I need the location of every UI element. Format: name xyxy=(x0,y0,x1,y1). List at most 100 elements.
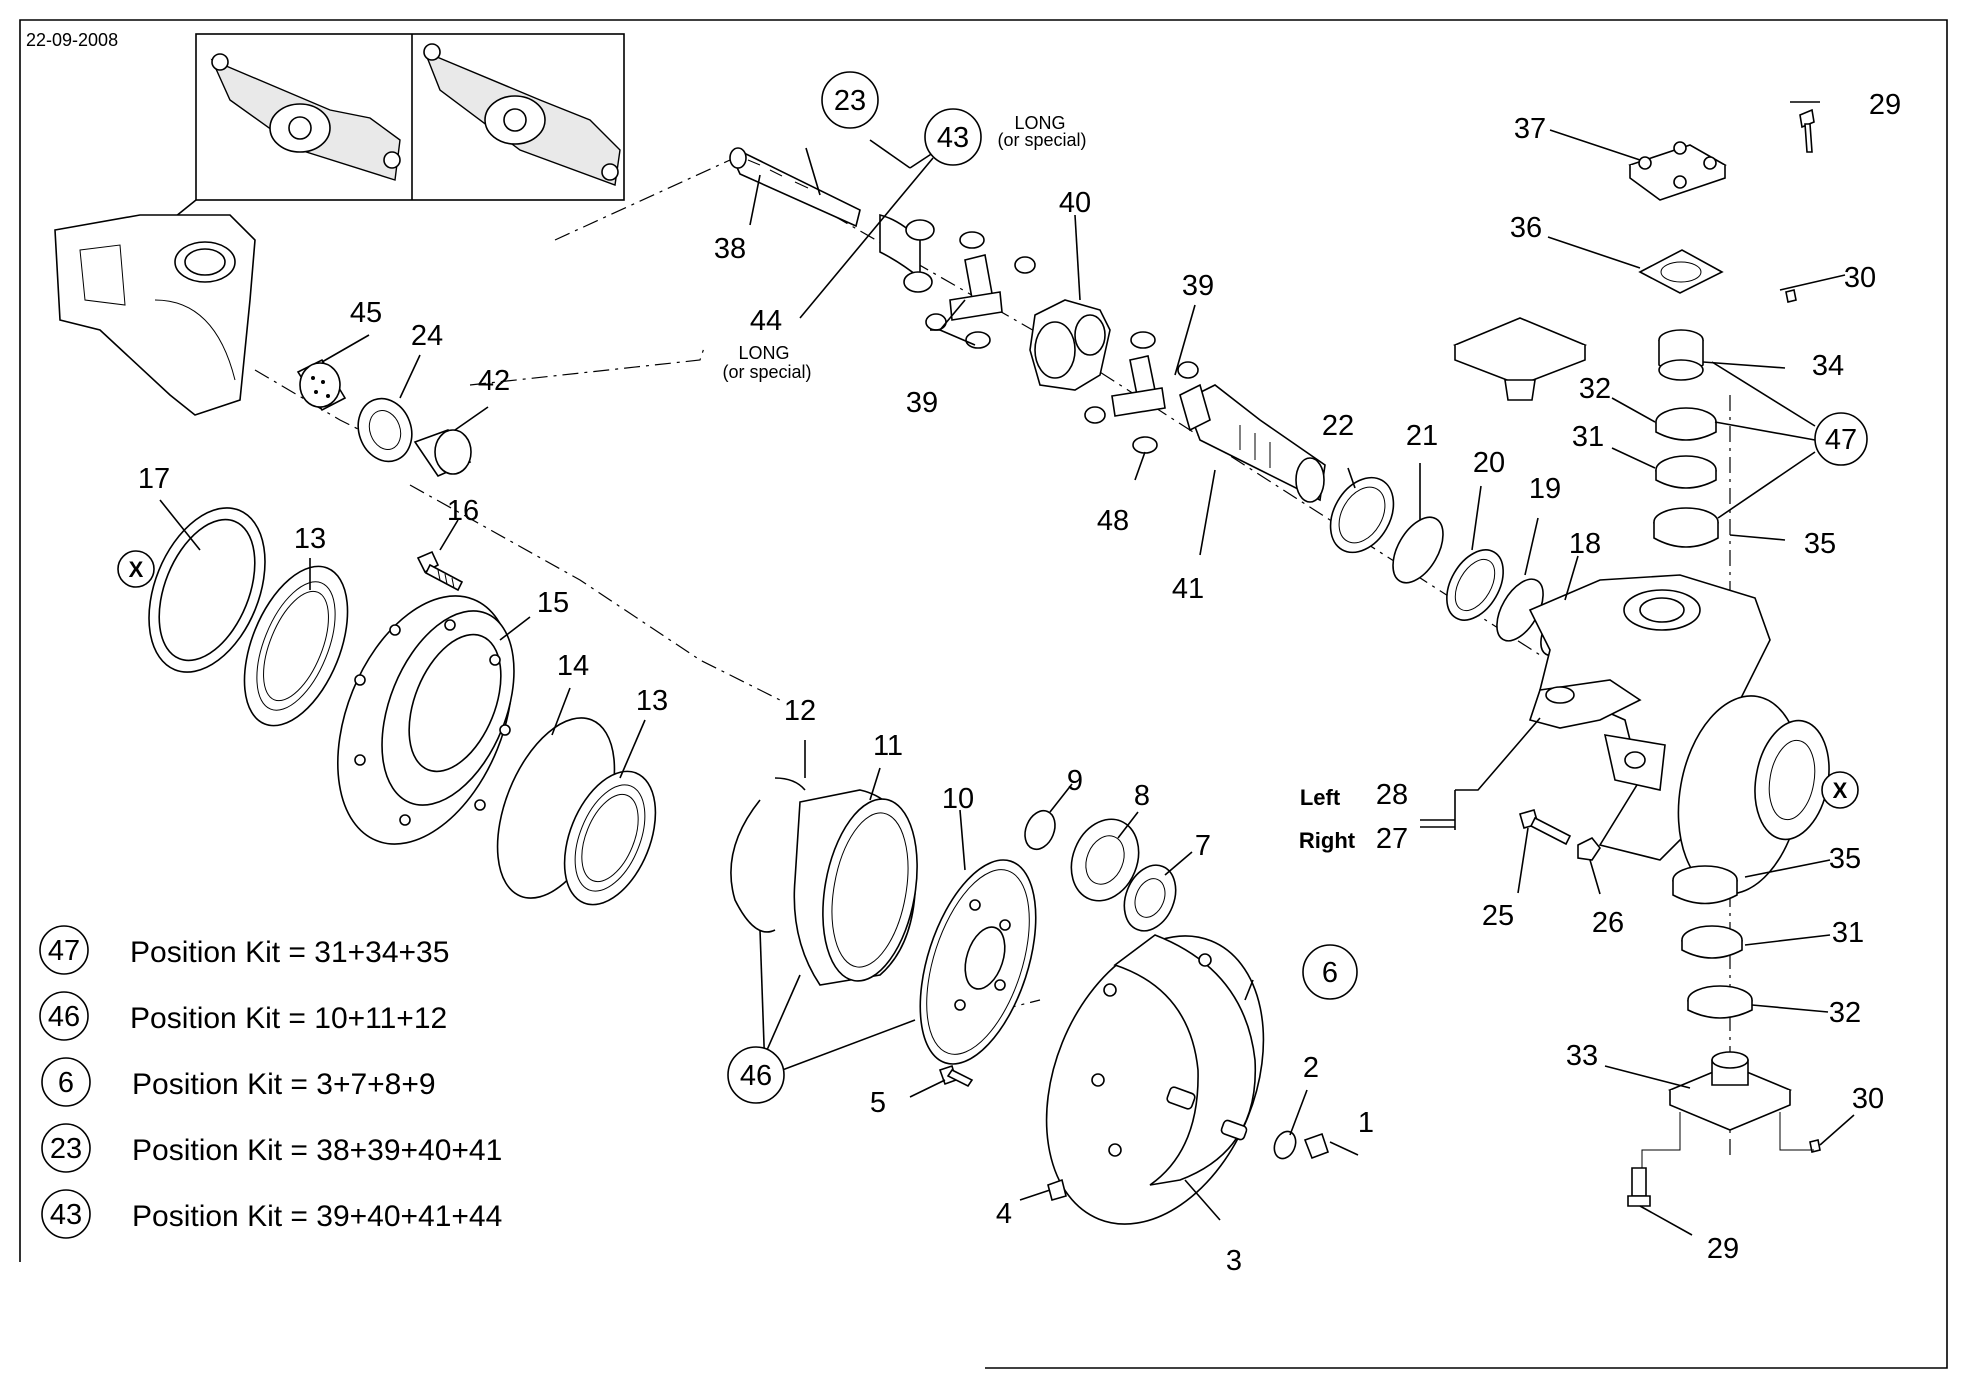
kit-row-6: 6 Position Kit = 3+7+8+9 xyxy=(41,1057,436,1107)
long-note-bottom: LONG xyxy=(738,343,789,363)
kit-23-text: Position Kit = 38+39+40+41 xyxy=(132,1134,502,1167)
kingpin-lower-parts xyxy=(1627,865,1821,1207)
kit-43-text: Position Kit = 39+40+41+44 xyxy=(132,1200,502,1233)
position-kits-legend: 47 Position Kit = 31+34+35 46 Position K… xyxy=(39,925,502,1239)
callout-46: 46 xyxy=(740,1060,772,1092)
circled-callouts xyxy=(117,71,1868,1104)
callout-23: 23 xyxy=(834,85,866,117)
callout-13a: 13 xyxy=(294,523,326,555)
callout-5: 5 xyxy=(870,1087,886,1119)
ring-gear xyxy=(793,789,918,986)
callout-38: 38 xyxy=(714,233,746,265)
snap-ring xyxy=(730,777,806,933)
wheel-hub-flange xyxy=(337,595,515,845)
hub-cover xyxy=(1045,934,1265,1225)
callout-32a: 32 xyxy=(1579,373,1611,405)
callout-8: 8 xyxy=(1134,780,1150,812)
callout-1: 1 xyxy=(1358,1107,1374,1139)
drawing-date: 22-09-2008 xyxy=(26,30,118,50)
planet-gear-parts xyxy=(1024,809,1177,932)
callout-10: 10 xyxy=(942,783,974,815)
kit-row-47: 47 Position Kit = 31+34+35 xyxy=(39,925,449,975)
long-shaft-notes: LONG (or special) LONG (or special) xyxy=(722,113,1086,382)
carrier-screw xyxy=(938,1064,974,1088)
callout-17: 17 xyxy=(138,463,170,495)
callout-13b: 13 xyxy=(636,685,668,717)
special-note-top: (or special) xyxy=(997,130,1086,150)
callout-29a: 29 xyxy=(1869,89,1901,121)
hub-bolt xyxy=(416,550,464,592)
callout-12: 12 xyxy=(784,695,816,727)
callout-43: 43 xyxy=(937,122,969,154)
kingpin-upper-parts xyxy=(1452,108,1815,548)
callout-7: 7 xyxy=(1195,830,1211,862)
axle-thumbnail-views xyxy=(164,33,625,226)
callout-30a: 30 xyxy=(1844,262,1876,294)
callout-32b: 32 xyxy=(1829,997,1861,1029)
callout-33: 33 xyxy=(1566,1040,1598,1072)
label-left: Left xyxy=(1300,785,1341,810)
callout-28: 28 xyxy=(1376,779,1408,811)
axle-shaft-assembly xyxy=(729,147,935,293)
outer-wheel-bearing xyxy=(563,770,657,906)
callout-18: 18 xyxy=(1569,528,1601,560)
callout-6-circled: 6 xyxy=(1322,957,1338,989)
long-note-top: LONG xyxy=(1014,113,1065,133)
kit-row-23: 23 Position Kit = 38+39+40+41 xyxy=(41,1123,502,1173)
kit-47-number: 47 xyxy=(48,935,80,967)
callout-30b: 30 xyxy=(1852,1083,1884,1115)
callout-29b: 29 xyxy=(1707,1233,1739,1265)
axle-thumbnail-left xyxy=(210,53,401,181)
callout-47: 47 xyxy=(1825,424,1857,456)
callout-20: 20 xyxy=(1473,447,1505,479)
callout-39b: 39 xyxy=(906,387,938,419)
leader-lines xyxy=(159,101,1855,1236)
callout-26: 26 xyxy=(1592,907,1624,939)
callout-36: 36 xyxy=(1510,212,1542,244)
callout-35b: 35 xyxy=(1829,843,1861,875)
callout-40: 40 xyxy=(1059,187,1091,219)
kit-47-text: Position Kit = 31+34+35 xyxy=(130,936,449,969)
special-note-bottom: (or special) xyxy=(722,362,811,382)
stop-bolt-and-nut xyxy=(1519,809,1601,861)
callout-34: 34 xyxy=(1812,350,1844,382)
callout-44: 44 xyxy=(750,305,782,337)
hub-seal xyxy=(148,507,266,673)
label-right: Right xyxy=(1299,828,1356,853)
shaft-seals-rings xyxy=(1329,476,1580,657)
inner-wheel-bearing xyxy=(243,565,349,727)
callout-9: 9 xyxy=(1067,765,1083,797)
callout-labels: 23 43 47 6 46 X X 38 44 40 39 39 48 41 2… xyxy=(129,85,1901,1277)
callout-22: 22 xyxy=(1322,410,1354,442)
x-mark-right: X xyxy=(1833,778,1848,803)
callout-14: 14 xyxy=(557,650,589,682)
kit-43-number: 43 xyxy=(50,1199,82,1231)
callout-24: 24 xyxy=(411,320,443,352)
callout-31a: 31 xyxy=(1572,421,1604,453)
kit-6-text: Position Kit = 3+7+8+9 xyxy=(132,1068,436,1101)
callout-45: 45 xyxy=(350,297,382,329)
callout-39a: 39 xyxy=(1182,270,1214,302)
callout-35a: 35 xyxy=(1804,528,1836,560)
callout-27: 27 xyxy=(1376,823,1408,855)
bushings xyxy=(296,358,472,477)
kit-23-number: 23 xyxy=(50,1133,82,1165)
axle-housing-end xyxy=(54,214,256,416)
callout-11: 11 xyxy=(873,730,903,762)
kit-6-number: 6 xyxy=(58,1067,74,1099)
axle-thumbnail-right xyxy=(423,43,621,186)
universal-joint-crosses xyxy=(925,231,1199,454)
callout-41: 41 xyxy=(1172,573,1204,605)
kit-46-number: 46 xyxy=(48,1001,80,1033)
callout-4: 4 xyxy=(996,1198,1012,1230)
callout-19: 19 xyxy=(1529,473,1561,505)
steering-knuckle xyxy=(1528,574,1830,895)
callout-21: 21 xyxy=(1406,420,1438,452)
kit-row-43: 43 Position Kit = 39+40+41+44 xyxy=(41,1189,502,1239)
kit-row-46: 46 Position Kit = 10+11+12 xyxy=(39,991,447,1041)
kit-46-text: Position Kit = 10+11+12 xyxy=(130,1002,447,1035)
callout-16: 16 xyxy=(447,495,479,527)
callout-3: 3 xyxy=(1226,1245,1242,1277)
callout-37: 37 xyxy=(1514,113,1546,145)
